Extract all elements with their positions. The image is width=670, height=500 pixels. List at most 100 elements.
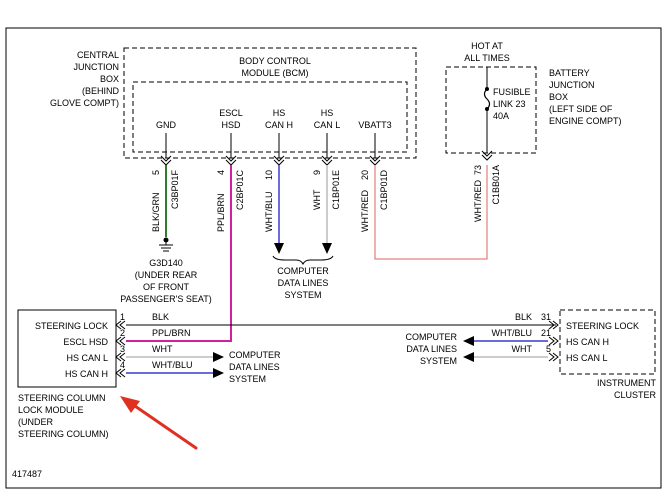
escl-wire-label: PPL/BRN [216, 193, 226, 232]
svg-text:LINK 23: LINK 23 [493, 99, 526, 109]
svg-text:MODULE (BCM): MODULE (BCM) [242, 68, 309, 78]
battery-junction-box-label: BATTERY JUNCTION BOX (LEFT SIDE OF ENGIN… [549, 68, 622, 126]
bcm-canl-connector: C1BP01E [331, 170, 341, 210]
svg-text:(UNDER: (UNDER [18, 417, 53, 427]
fuse-node-top [485, 87, 489, 91]
sclm-can-h-arrow [213, 368, 224, 378]
svg-text:FUSIBLE: FUSIBLE [493, 87, 531, 97]
cluster-wire-labels: BLK WHT/BLU WHT [492, 312, 533, 354]
bcm-vbatt-label: VBATT3 [358, 120, 391, 130]
svg-text:STEERING LOCK: STEERING LOCK [35, 321, 108, 331]
svg-text:SYSTEM: SYSTEM [420, 356, 457, 366]
ground-symbol [159, 237, 173, 252]
bcm-canh-pin: 10 [264, 170, 274, 180]
sclm-connector-chevrons [115, 320, 126, 378]
svg-text:COMPUTER: COMPUTER [229, 350, 281, 360]
figure-number: 417487 [12, 469, 42, 479]
svg-text:BOX: BOX [549, 92, 568, 102]
svg-text:2: 2 [120, 328, 125, 338]
svg-text:(UNDER REAR: (UNDER REAR [135, 270, 198, 280]
cluster-row-labels: STEERING LOCK HS CAN H HS CAN L [566, 321, 639, 363]
bcm-can-l-arrow [322, 243, 332, 254]
svg-text:HOT AT: HOT AT [471, 41, 503, 51]
svg-text:INSTRUMENT: INSTRUMENT [597, 378, 656, 388]
svg-text:JUNCTION: JUNCTION [549, 80, 595, 90]
wht-red-wire [374, 165, 488, 260]
bcm-title: BODY CONTROL MODULE (BCM) [239, 56, 311, 78]
svg-text:COMPUTER: COMPUTER [406, 332, 458, 342]
svg-text:HS CAN L: HS CAN L [566, 353, 608, 363]
svg-text:G3D140: G3D140 [149, 258, 183, 268]
svg-text:1: 1 [120, 312, 125, 322]
svg-text:31: 31 [541, 312, 551, 322]
bcm-gnd-label: GND [156, 120, 177, 130]
bcm-escl-label-1: ESCL [219, 108, 243, 118]
bcm-vbatt-connector: C1BP01D [379, 170, 389, 211]
bcm-canl-label-1: HS [321, 108, 334, 118]
svg-text:PPL/BRN: PPL/BRN [152, 328, 191, 338]
svg-text:3: 3 [120, 344, 125, 354]
svg-text:ESCL HSD: ESCL HSD [63, 337, 108, 347]
sclm-data-lines-label: COMPUTER DATA LINES SYSTEM [229, 350, 281, 384]
bcm-escl-label-2: HSD [221, 120, 241, 130]
ppl-brn-wire [148, 165, 232, 342]
svg-text:GLOVE COMPT): GLOVE COMPT) [50, 98, 119, 108]
sclm-wire-labels: BLK PPL/BRN WHT WHT/BLU [152, 312, 193, 370]
bcm-gnd-pin: 5 [151, 170, 161, 175]
svg-text:JUNCTION: JUNCTION [74, 62, 120, 72]
svg-text:40A: 40A [493, 111, 509, 121]
steering-column-lock-module-box [17, 309, 117, 388]
bcm-canl-label-2: CAN L [314, 120, 341, 130]
central-junction-box-label: CENTRAL JUNCTION BOX (BEHIND GLOVE COMPT… [50, 50, 120, 108]
gnd-wire-label: BLK/GRN [151, 192, 161, 232]
svg-text:SYSTEM: SYSTEM [284, 290, 321, 300]
red-pointer-arrow [120, 396, 198, 450]
svg-text:21: 21 [541, 328, 551, 338]
bcm-vbatt-pin: 20 [360, 170, 370, 180]
svg-text:(BEHIND: (BEHIND [82, 86, 120, 96]
bcm-connector-chevrons [160, 155, 381, 166]
bcm-data-lines-label: COMPUTER DATA LINES SYSTEM [277, 266, 329, 300]
battery-junction-box-outline [445, 66, 537, 154]
svg-text:HS CAN H: HS CAN H [65, 369, 108, 379]
svg-text:DATA LINES: DATA LINES [229, 362, 280, 372]
svg-text:BLK: BLK [515, 312, 532, 322]
battery-wire-label: WHT/RED [473, 180, 483, 222]
sclm-pin-numbers: 1 2 3 4 [120, 312, 125, 370]
svg-text:WHT/BLU: WHT/BLU [492, 328, 533, 338]
bcm-outline [132, 81, 408, 153]
canh-wire-label: WHT/BLU [264, 192, 274, 233]
svg-text:(LEFT SIDE OF: (LEFT SIDE OF [549, 104, 613, 114]
svg-text:WHT: WHT [512, 344, 533, 354]
bcm-escl-pin: 4 [216, 170, 226, 175]
svg-text:BATTERY: BATTERY [549, 68, 590, 78]
battery-connector: C1BB01A [491, 165, 501, 205]
cluster-caption: INSTRUMENT CLUSTER [597, 378, 656, 400]
svg-text:CLUSTER: CLUSTER [614, 390, 657, 400]
svg-text:SYSTEM: SYSTEM [229, 374, 266, 384]
svg-text:STEERING COLUMN): STEERING COLUMN) [18, 429, 109, 439]
diagram-frame [5, 27, 662, 489]
battery-connector-chevron [481, 150, 493, 161]
sclm-row-labels: STEERING LOCK ESCL HSD HS CAN L HS CAN H [35, 321, 109, 379]
data-lines-brace [272, 255, 334, 266]
bcm-canh-label-1: HS [273, 108, 286, 118]
hot-at-all-times-label: HOT AT ALL TIMES [464, 41, 510, 63]
cluster-connector-chevrons [548, 320, 559, 362]
fusible-link-label: FUSIBLE LINK 23 40A [493, 87, 531, 121]
svg-text:BLK: BLK [152, 312, 169, 322]
svg-text:OF FRONT: OF FRONT [143, 282, 189, 292]
central-junction-box-outline [123, 47, 417, 159]
svg-text:ALL TIMES: ALL TIMES [464, 53, 510, 63]
sclm-caption: STEERING COLUMN LOCK MODULE (UNDER STEER… [18, 393, 109, 439]
bcm-escl-connector: C2BP01C [235, 170, 245, 211]
svg-text:DATA LINES: DATA LINES [278, 278, 329, 288]
svg-text:5: 5 [546, 344, 551, 354]
svg-text:HS CAN H: HS CAN H [566, 337, 609, 347]
battery-pin: 73 [473, 165, 483, 175]
svg-text:HS CAN L: HS CAN L [66, 353, 108, 363]
svg-text:BODY CONTROL: BODY CONTROL [239, 56, 311, 66]
fusible-link-symbol [483, 88, 491, 110]
svg-text:BOX: BOX [100, 74, 119, 84]
